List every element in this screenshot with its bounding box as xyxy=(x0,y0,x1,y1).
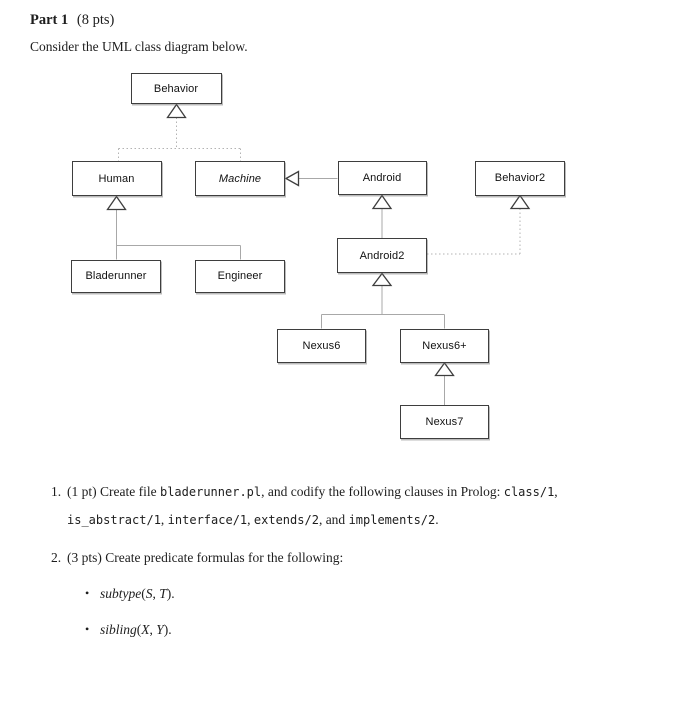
uml-class-nexus7: Nexus7 xyxy=(400,405,489,439)
bullet-subtype-text: subtype(S, T). xyxy=(100,586,175,601)
generalization-arrow-android2 xyxy=(371,272,393,287)
bullet-item-sibling: • sibling(X, Y). xyxy=(85,622,172,638)
uml-class-nexus6plus: Nexus6+ xyxy=(400,328,489,363)
edge-android2-implements-behavior2 xyxy=(427,208,521,255)
uml-class-bladerunner: Bladerunner xyxy=(71,259,161,293)
bullet-icon: • xyxy=(85,622,90,636)
generalization-arrow-nexus6plus xyxy=(434,361,455,377)
question-2-text: (3 pts) Create predicate formulas for th… xyxy=(67,550,344,565)
part-label: Part 1 xyxy=(30,12,69,28)
question-1: 1. (1 pt) Create file bladerunner.pl, an… xyxy=(51,478,649,534)
edge-human-implements-behavior xyxy=(118,117,241,161)
question-2: 2. (3 pts) Create predicate formulas for… xyxy=(51,544,649,571)
generalization-arrow-android xyxy=(371,194,393,210)
generalization-arrow-human xyxy=(106,195,127,211)
generalization-arrow-behavior xyxy=(166,103,187,119)
uml-class-android: Android xyxy=(337,161,427,195)
uml-class-behavior: Behavior xyxy=(130,73,222,104)
intro-text: Consider the UML class diagram below. xyxy=(30,39,248,54)
bullet-icon: • xyxy=(85,586,90,600)
question-1-text: (1 pt) Create file bladerunner.pl, and c… xyxy=(67,484,558,527)
bullet-sibling-text: sibling(X, Y). xyxy=(100,622,172,637)
uml-class-machine: Machine xyxy=(195,161,285,196)
question-1-number: 1. xyxy=(51,484,62,499)
uml-class-engineer: Engineer xyxy=(195,259,285,293)
bullet-item-subtype: • subtype(S, T). xyxy=(85,586,175,602)
part-points: (8 pts) xyxy=(76,12,115,28)
part-title: Part 1 (8 pts) xyxy=(30,12,114,29)
uml-class-behavior2: Behavior2 xyxy=(475,160,565,196)
uml-class-android2: Android2 xyxy=(337,238,427,273)
edge-nexus6-nexus6plus-extends-android2 xyxy=(321,286,445,329)
generalization-arrow-machine xyxy=(284,170,300,187)
uml-class-human: Human xyxy=(71,161,162,196)
uml-class-nexus6: Nexus6 xyxy=(277,328,366,363)
question-2-number: 2. xyxy=(51,550,62,565)
edge-bladerunner-engineer-extends-human xyxy=(116,210,241,260)
generalization-arrow-behavior2 xyxy=(509,194,531,210)
